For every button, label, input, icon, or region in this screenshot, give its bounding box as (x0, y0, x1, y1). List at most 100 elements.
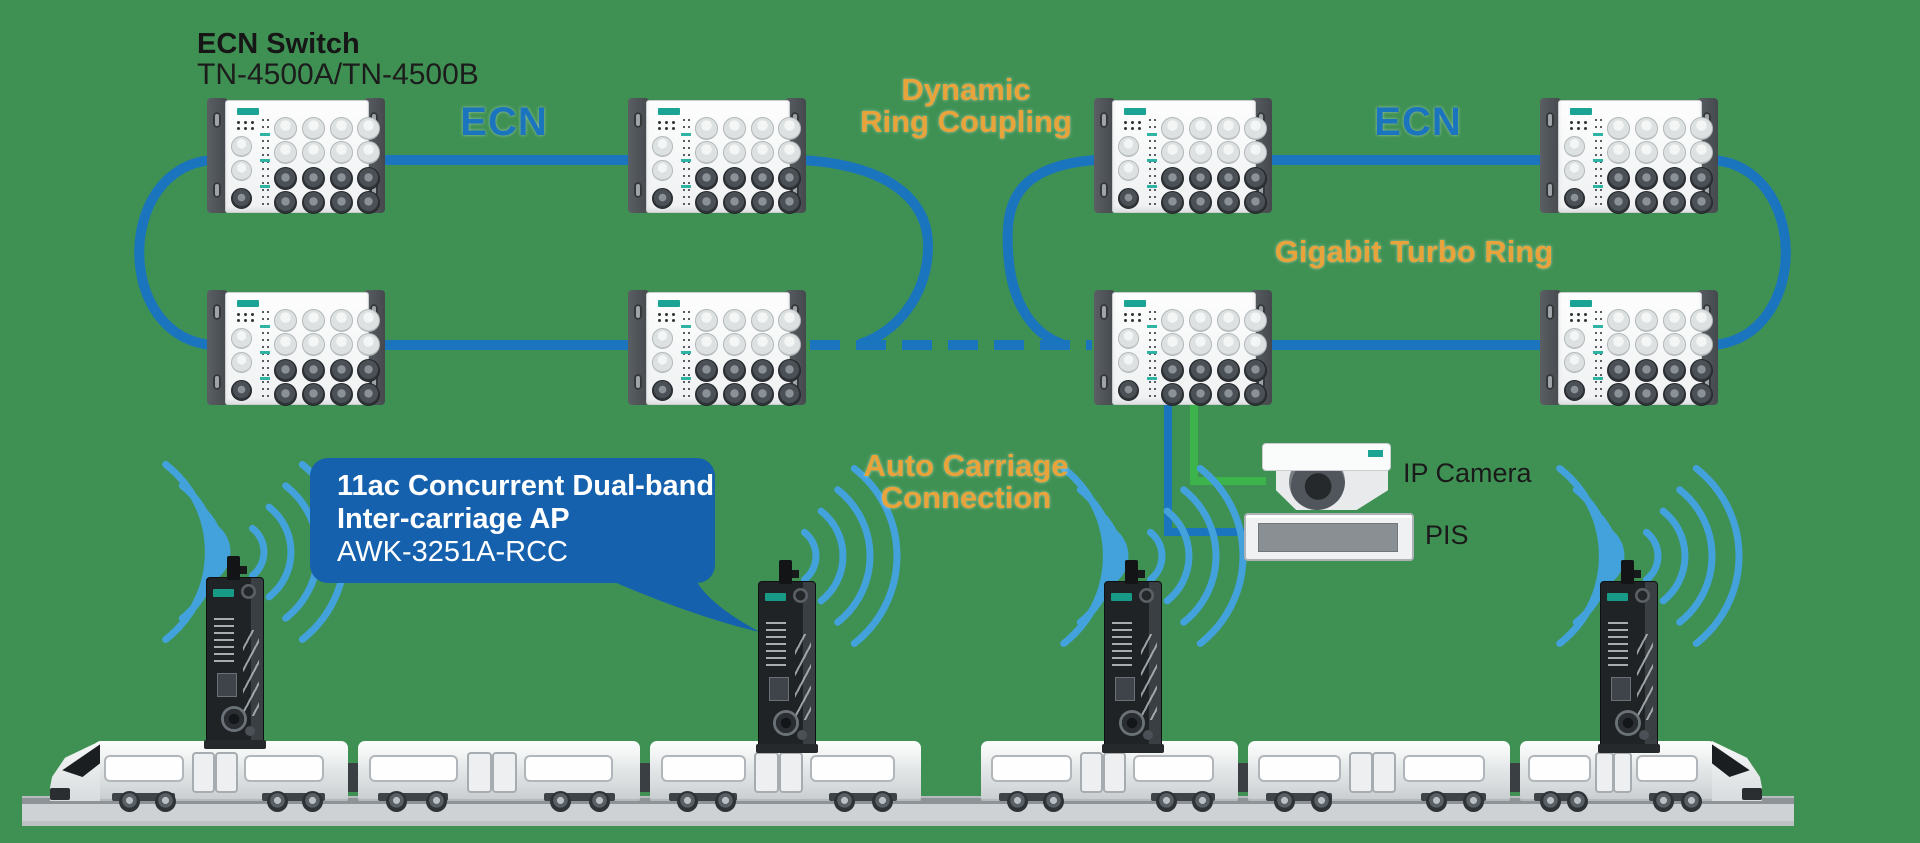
m12-port (302, 333, 325, 356)
status-led (1584, 319, 1587, 322)
ethernet-port (217, 673, 237, 697)
train-wheel (386, 791, 408, 812)
carriage-door (1613, 752, 1632, 793)
m12-port (1663, 191, 1686, 214)
m12-port (751, 333, 774, 356)
m12-port (302, 117, 325, 140)
ap-screw (1143, 730, 1153, 740)
m12-port (274, 141, 297, 164)
led-tick (1147, 377, 1157, 380)
m12-port (357, 333, 380, 356)
m12-port (1161, 309, 1184, 332)
train-wheel (834, 791, 856, 812)
train-1-car-1 (94, 741, 348, 812)
wifi-wave-arc (817, 507, 847, 605)
status-led (1131, 319, 1134, 322)
m12-connector (773, 710, 799, 736)
ap-led-block (214, 618, 234, 664)
led-tick (1147, 325, 1157, 328)
undercarriage (1150, 793, 1215, 801)
status-led (665, 319, 668, 322)
m12-port (1161, 167, 1184, 190)
led-strip (688, 311, 690, 399)
led-strip (683, 119, 685, 207)
m12-port (1217, 167, 1240, 190)
moxa-logo (1570, 300, 1592, 307)
carriage-door (214, 752, 238, 793)
train-wheel (549, 791, 571, 812)
led-strip (1154, 311, 1156, 399)
ap-mount-base (1102, 744, 1164, 753)
wifi-wave-arc (1676, 486, 1716, 626)
camera-cable-green (1190, 398, 1266, 485)
train-wheel (1191, 791, 1213, 812)
m12-port (778, 141, 801, 164)
m12-port (330, 383, 353, 406)
m12-port (1663, 359, 1686, 382)
ap-antenna (227, 556, 240, 580)
carriage-window (1527, 755, 1591, 782)
wifi-wave-arc (1147, 528, 1166, 584)
console-port (652, 160, 673, 181)
status-led (237, 319, 240, 322)
m12-connector (221, 706, 247, 732)
m12-port (778, 309, 801, 332)
wifi-wave-arc (1643, 528, 1662, 584)
status-led (1124, 127, 1127, 130)
screw-slot (634, 182, 642, 198)
screw-slot (791, 182, 799, 198)
status-led (251, 127, 254, 130)
status-led (1138, 313, 1141, 316)
m12-port (751, 167, 774, 190)
m12-port (357, 167, 380, 190)
ecn-switch-5 (207, 290, 385, 406)
callout-line3: AWK-3251A-RCC (337, 536, 568, 568)
moxa-logo (765, 593, 786, 601)
status-led (1577, 313, 1580, 316)
led-strip (1600, 119, 1602, 207)
m12-port (778, 117, 801, 140)
console-port (231, 352, 252, 373)
carriage-window (104, 755, 185, 782)
m12-port (695, 333, 718, 356)
m12-port (357, 383, 380, 406)
wifi-wave-arc (265, 503, 295, 601)
train-2-car-1 (981, 741, 1238, 812)
undercarriage (261, 793, 326, 801)
ap-side-labels (1637, 634, 1653, 720)
m12-port (1635, 191, 1658, 214)
m12-port (274, 117, 297, 140)
moxa-logo (213, 589, 234, 597)
train-wheel (1274, 791, 1296, 812)
m12-port (1244, 359, 1267, 382)
ecn-switch-model: TN-4500A/TN-4500B (197, 58, 479, 91)
ap-antenna-tip (792, 570, 799, 578)
train-wheel (1426, 791, 1448, 812)
ethernet-port (1115, 677, 1135, 701)
screw-slot (634, 304, 642, 320)
carriage-window (1635, 755, 1699, 782)
led-strip (1149, 311, 1151, 399)
auto-carriage-connection-label-line1: Auto Carriage (863, 448, 1069, 483)
train-wheel (1310, 791, 1332, 812)
switch-faceplate (225, 292, 380, 406)
antenna-connector (793, 588, 808, 603)
undercarriage (668, 793, 737, 801)
carriage-window (369, 755, 458, 782)
carriage-door (191, 752, 215, 793)
m12-port (1244, 191, 1267, 214)
m12-port (330, 359, 353, 382)
train-wheel (425, 791, 447, 812)
status-led (251, 319, 254, 322)
moxa-logo (1124, 108, 1146, 115)
train-wheel (677, 791, 699, 812)
status-led (1577, 127, 1580, 130)
carriage-door (754, 752, 779, 793)
carriage-door (1079, 752, 1104, 793)
console-port (652, 136, 673, 157)
carriage-door (1595, 752, 1615, 793)
led-tick (260, 133, 270, 136)
console-port (231, 328, 252, 349)
train-wheel (715, 791, 737, 812)
ap-antenna-tip (1138, 570, 1145, 578)
